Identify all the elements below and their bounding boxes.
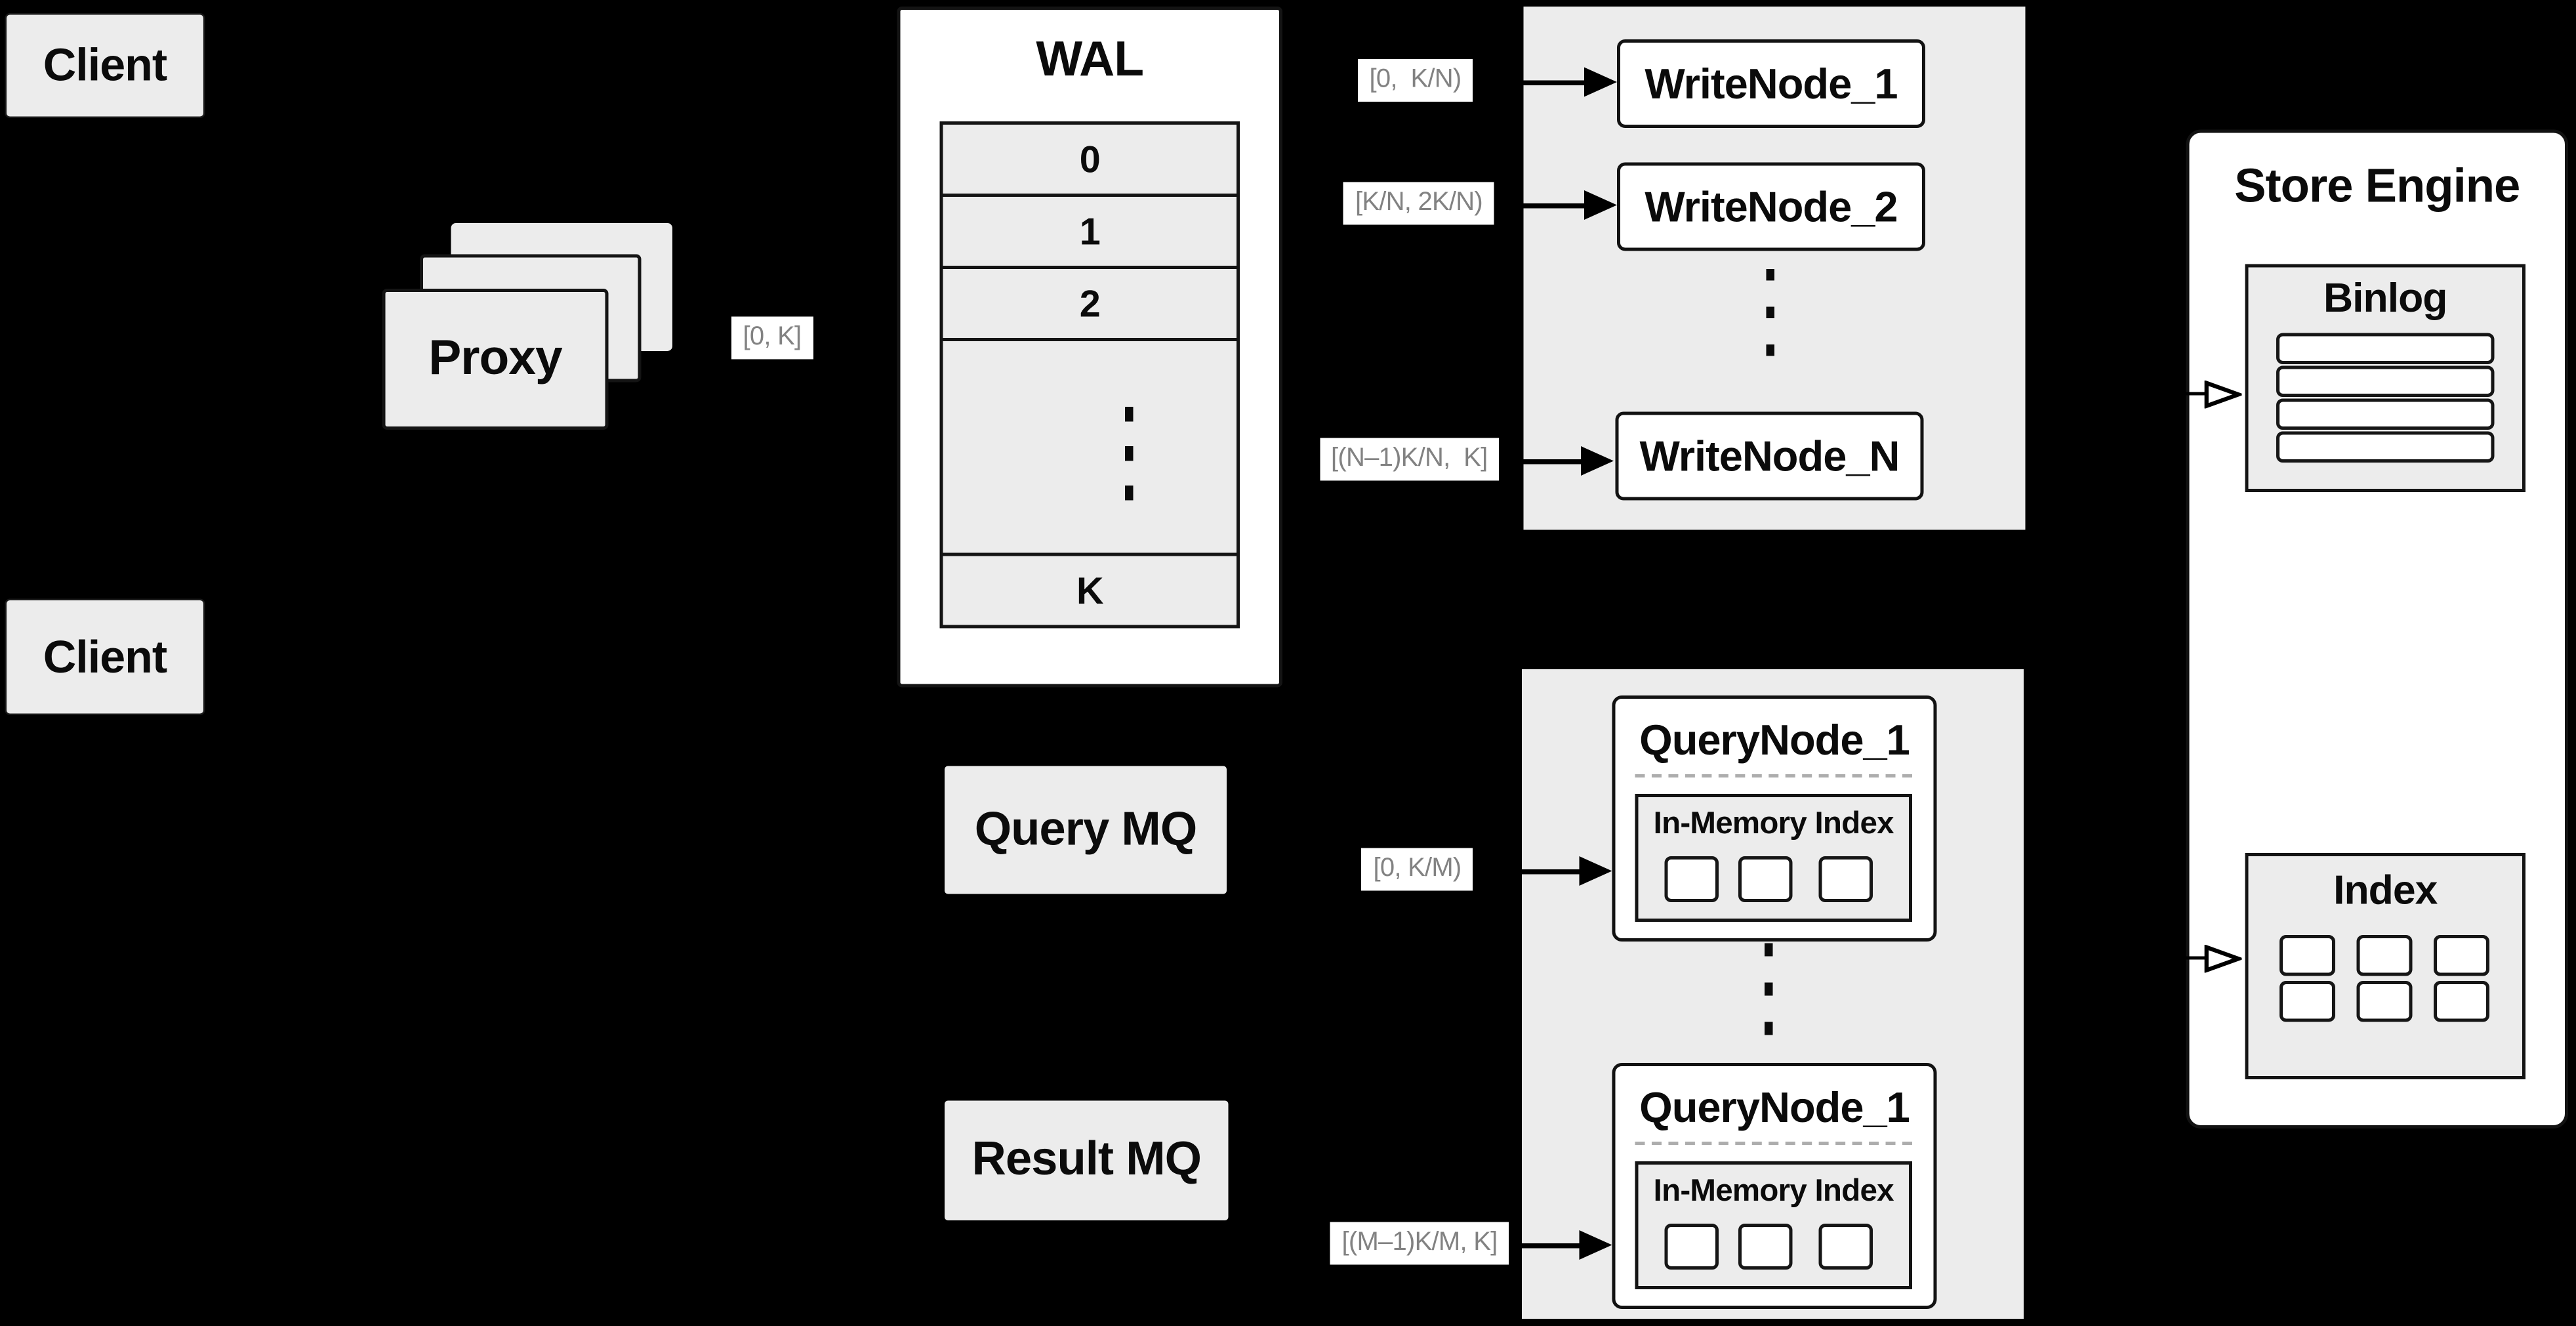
store-engine-panel: Store Engine Binlog Index (2186, 129, 2568, 1129)
write-node-2: WriteNode_2 (1617, 162, 1925, 251)
arrow-to-query-node-1 (1473, 869, 1583, 875)
memory-segment-cell (1738, 856, 1793, 902)
proxy-node: Proxy (382, 289, 609, 430)
arrow-to-write-node-2 (1494, 203, 1587, 209)
range-label-write-1: [0, K/N) (1358, 59, 1473, 102)
index-title: Index (2333, 867, 2438, 913)
result-mq-node: Result MQ (945, 1100, 1229, 1220)
arrow-to-query-node-2 (1509, 1243, 1583, 1249)
index-cell (2280, 935, 2335, 976)
hollow-arrowhead-binlog (2204, 379, 2242, 408)
ellipsis-dot (1125, 486, 1134, 501)
arrowhead-write-node-2 (1584, 190, 1617, 220)
arrowhead-query-node-2 (1579, 1230, 1612, 1260)
query-node-1: QueryNode_1 In-Memory Index (1612, 695, 1937, 942)
index-cell (2434, 981, 2489, 1022)
hollow-arrowhead-index (2204, 943, 2242, 972)
in-memory-index-2-title: In-Memory Index (1653, 1174, 1894, 1209)
in-memory-index-2: In-Memory Index (1635, 1161, 1912, 1289)
index-cell (2434, 935, 2489, 976)
wal-segment-k: K (939, 552, 1240, 629)
arrowhead-write-node-1 (1584, 67, 1617, 97)
ellipsis-dot (1766, 306, 1774, 318)
store-engine-title: Store Engine (2234, 159, 2520, 213)
query-node-cluster: QueryNode_1 In-Memory Index QueryNode_1 … (1522, 669, 2024, 1319)
ellipsis-dot (1766, 344, 1774, 356)
index-panel: Index (2245, 853, 2525, 1079)
arrowhead-write-node-n (1581, 446, 1614, 476)
client-top-node: Client (5, 13, 205, 118)
range-label-write-n: [(N–1)K/N, K] (1319, 438, 1499, 481)
ellipsis-dot (1125, 407, 1134, 422)
index-cell (2356, 981, 2413, 1022)
write-node-1: WriteNode_1 (1617, 39, 1925, 128)
divider-dashed (1635, 1142, 1912, 1145)
query-node-2: QueryNode_1 In-Memory Index (1612, 1063, 1937, 1309)
memory-segment-cell (1738, 1224, 1793, 1270)
range-label-write-2: [K/N, 2K/N) (1343, 182, 1494, 225)
index-cell (2356, 935, 2413, 976)
wal-title: WAL (1036, 33, 1144, 87)
arrow-to-write-node-1 (1473, 80, 1587, 85)
query-node-2-title: QueryNode_1 (1639, 1081, 1910, 1131)
query-mq-node: Query MQ (945, 766, 1227, 894)
ellipsis-dot (1766, 269, 1774, 281)
memory-segment-cell (1818, 1224, 1873, 1270)
write-node-n: WriteNode_N (1615, 411, 1924, 501)
range-label-query-m: [(M–1)K/M, K] (1330, 1222, 1509, 1265)
memory-segment-cell (1664, 856, 1719, 902)
wal-segment-ellipsis (939, 338, 1240, 556)
memory-segment-cell (1818, 856, 1873, 902)
wal-segment-2: 2 (939, 266, 1240, 341)
divider-dashed (1635, 774, 1912, 777)
client-bottom-node: Client (5, 598, 205, 715)
index-cell (2280, 981, 2335, 1022)
binlog-panel: Binlog (2245, 264, 2525, 492)
write-node-cluster: WriteNode_1 WriteNode_2 WriteNode_N (1523, 7, 2026, 530)
memory-segment-cell (1664, 1224, 1719, 1270)
binlog-row (2276, 398, 2495, 430)
arrow-to-write-node-n (1499, 459, 1584, 465)
wal-panel: WAL 0 1 2 K (897, 7, 1282, 688)
ellipsis-dot (1765, 1022, 1773, 1035)
range-label-proxy-out: [0, K] (731, 316, 813, 360)
ellipsis-dot (1765, 982, 1773, 996)
binlog-title: Binlog (2323, 274, 2447, 321)
binlog-row (2276, 333, 2495, 364)
arrow-to-index (2181, 955, 2209, 960)
ellipsis-dot (1765, 943, 1773, 957)
wal-segment-0: 0 (939, 121, 1240, 197)
binlog-row (2276, 431, 2495, 463)
query-node-1-title: QueryNode_1 (1639, 714, 1910, 764)
in-memory-index-1-title: In-Memory Index (1653, 807, 1894, 842)
arrow-to-binlog (2181, 391, 2209, 396)
ellipsis-dot (1125, 446, 1134, 461)
arrowhead-query-node-1 (1579, 856, 1612, 886)
range-label-query-1: [0, K/M) (1361, 848, 1473, 891)
wal-segment-1: 1 (939, 194, 1240, 269)
in-memory-index-1: In-Memory Index (1635, 794, 1912, 922)
binlog-row (2276, 365, 2495, 397)
